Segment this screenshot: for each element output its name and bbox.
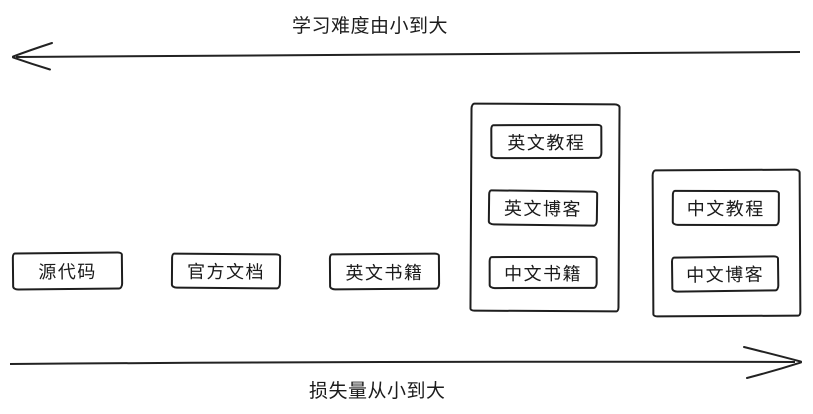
box-english-blogs: 英文博客 [487,189,599,227]
box-chinese-tutorials-label: 中文教程 [686,198,765,220]
box-english-tutorials-label: 英文教程 [507,132,586,153]
box-chinese-books-label: 中文书籍 [504,263,583,284]
box-source-code: 源代码 [11,251,124,291]
box-official-docs: 官方文档 [170,252,282,290]
box-english-blogs-label: 英文博客 [503,198,583,220]
group-chinese-resources: 中文教程 中文博客 [651,168,802,318]
box-english-books-label: 英文书籍 [345,262,424,283]
box-official-docs-label: 官方文档 [186,261,266,283]
box-chinese-books: 中文书籍 [488,255,598,290]
group-english-resources: 英文教程 英文博客 中文书籍 [469,102,621,313]
box-english-books: 英文书籍 [328,252,441,291]
top-axis-label: 学习难度由小到大 [292,16,449,37]
left-arrow-icon [12,42,801,71]
box-chinese-blogs: 中文博客 [670,255,780,293]
box-source-code-label: 源代码 [38,261,97,283]
bottom-axis-label: 损失量从小到大 [309,381,446,402]
right-arrow-icon [9,346,802,379]
box-chinese-blogs-label: 中文博客 [686,264,765,286]
box-english-tutorials: 英文教程 [490,123,603,160]
box-chinese-tutorials: 中文教程 [671,189,780,227]
